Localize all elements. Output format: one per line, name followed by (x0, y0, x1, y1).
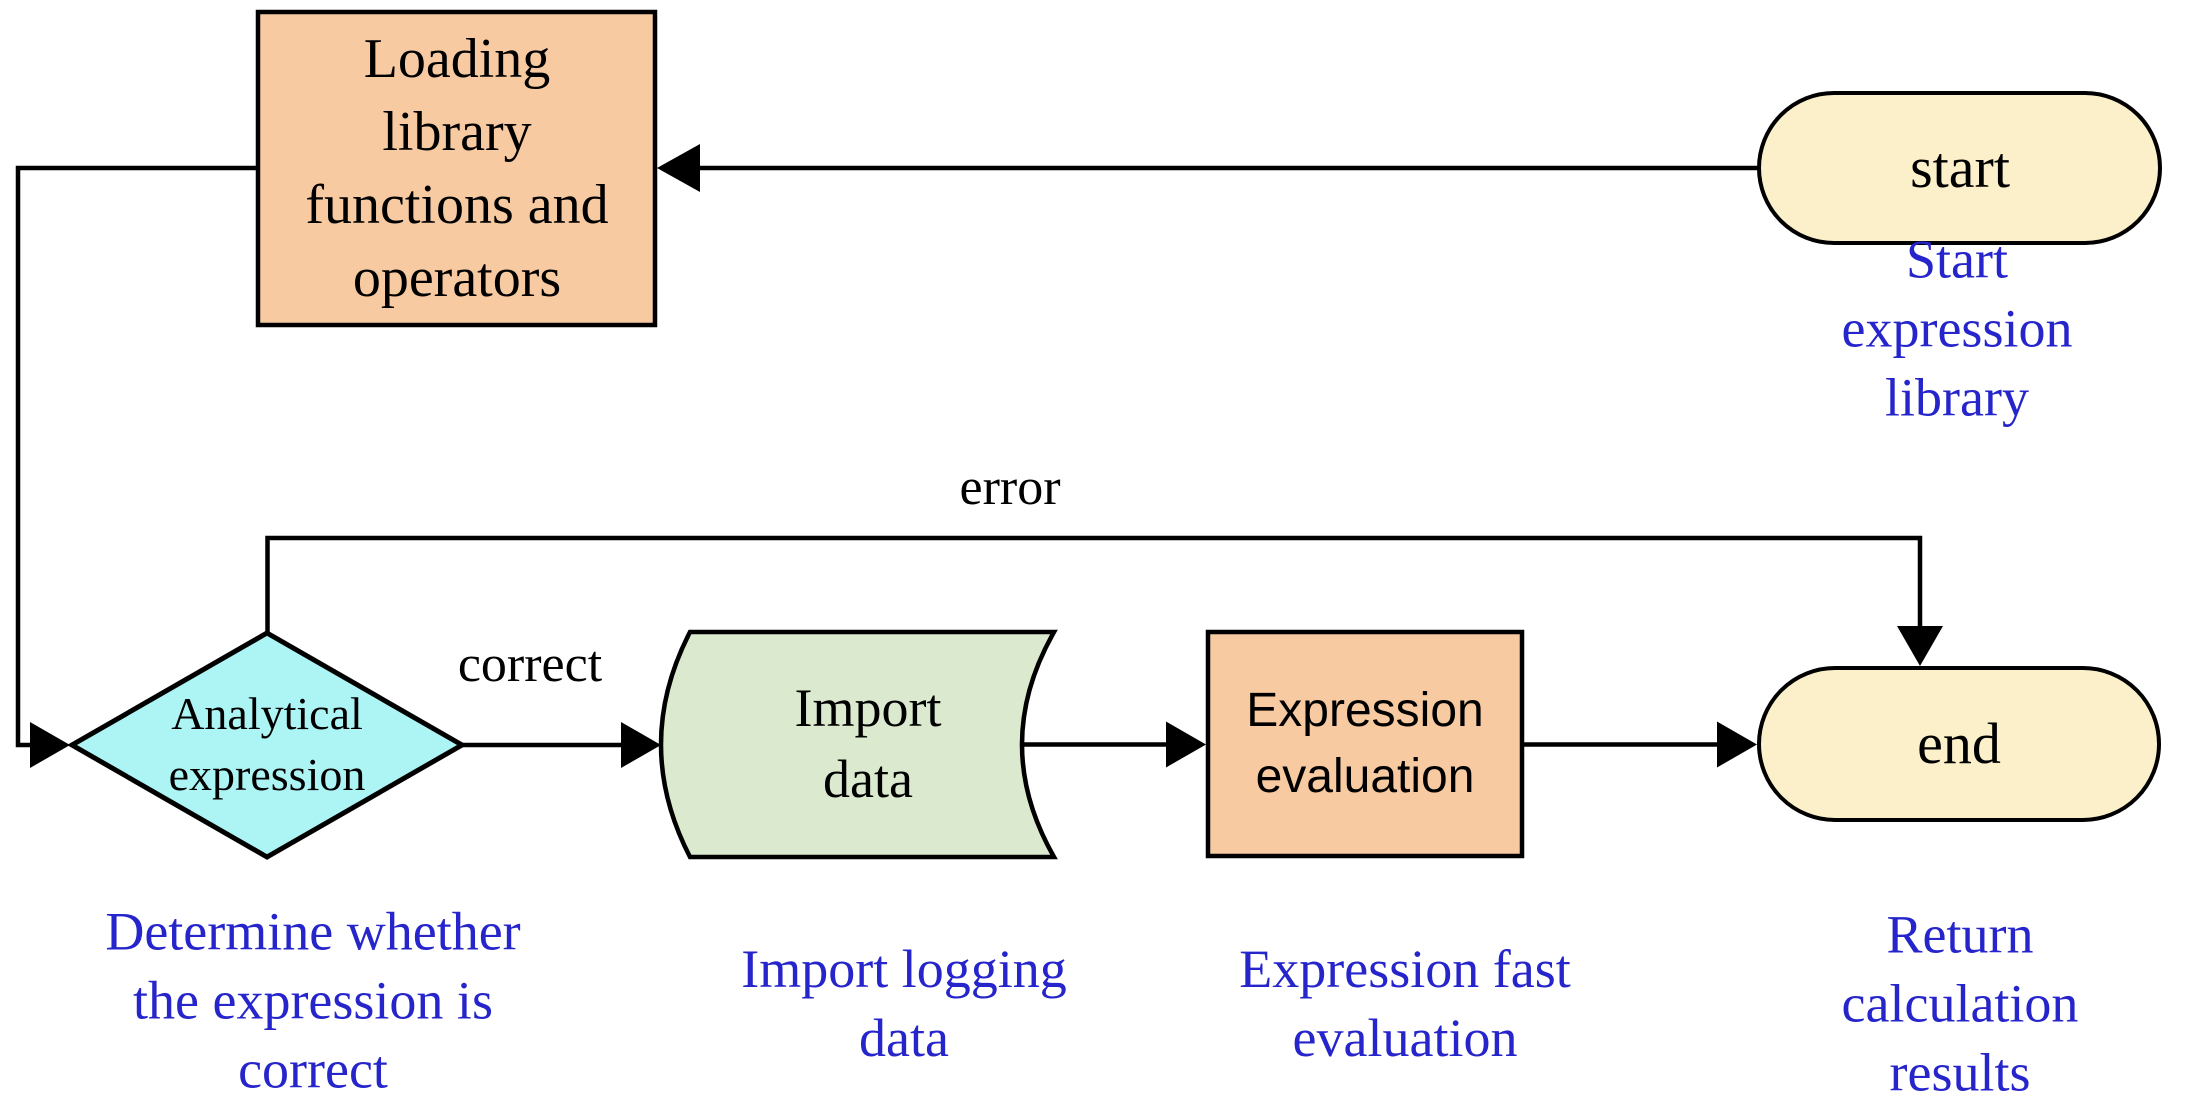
node-decision-shape (66, 630, 468, 860)
arrowhead-into-import (621, 722, 661, 768)
node-evaluation-label: Expression evaluation (1246, 684, 1484, 803)
arrowhead-into-evaluation (1166, 721, 1206, 768)
arrowheads (30, 144, 1943, 768)
caption-evaluation: Expression fast evaluation (1239, 939, 1571, 1068)
caption-decision: Determine whether the expression is corr… (105, 901, 521, 1100)
edge-error-decision-to-end (265, 535, 1923, 642)
arrowhead-into-decision (30, 722, 70, 768)
caption-start: Start expression library (1841, 229, 2073, 428)
arrowhead-into-end (1717, 721, 1757, 768)
node-decision-label: Analytical expression (168, 688, 366, 800)
node-import-data-shape (658, 629, 1058, 860)
edge-label-error: error (959, 459, 1061, 516)
node-start-label: start (1910, 135, 2010, 200)
node-end-label: end (1917, 711, 2001, 776)
arrowhead-into-loading (657, 144, 700, 192)
node-start-shape (1757, 91, 2162, 245)
edge-loading-to-decision (15, 165, 258, 748)
node-end-shape (1757, 666, 2161, 822)
node-loading-shape (255, 9, 658, 328)
caption-end: Return calculation results (1841, 904, 2079, 1103)
node-loading-label: Loading library functions and operators (305, 28, 609, 309)
caption-import-data: Import logging data (741, 939, 1067, 1068)
arrowhead-error-into-end (1897, 626, 1943, 666)
edge-label-correct: correct (457, 636, 603, 693)
node-import-data-label: Import data (794, 678, 942, 809)
node-evaluation-shape (1205, 629, 1525, 859)
edge-lines (15, 165, 1923, 748)
